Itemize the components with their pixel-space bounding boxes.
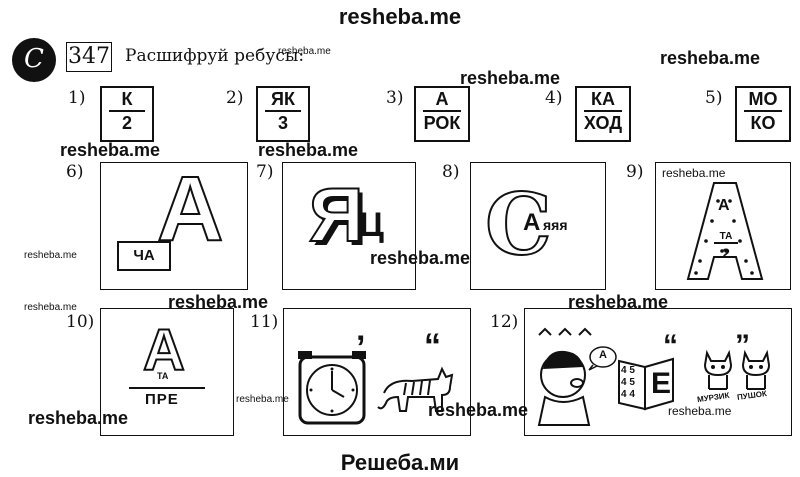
rebus-5-bottom: КО [750,113,776,133]
rebus-11: ’ “ [283,308,471,436]
rebus-12-note: А [599,349,607,361]
watermark: resheba.me [662,166,726,180]
rebus-1-label: 1) [68,88,86,108]
watermark: resheba.me [660,48,761,68]
speech-bubble-icon [588,346,617,371]
watermark: resheba.me [236,394,289,405]
task-number: 347 [66,42,112,72]
rebus-7-small-letter: Ц [359,206,384,244]
watermark: resheba.me [568,292,669,312]
watermark: resheba.me [428,400,529,420]
rebus-10-fraction-bar [129,387,205,389]
cat-pushok-icon [741,349,771,390]
rebus-2-top: ЯК [271,89,295,109]
rebus-8: С А яяя [470,162,606,290]
watermark: resheba.me [460,68,561,88]
rebus-9-numerator: ТА [714,231,738,244]
rebus-5-label: 5) [705,88,723,108]
rebus-1-top: К [121,89,133,109]
rebus-7: Я Ц [282,162,416,290]
rebus-8-tail: яяя [543,217,568,233]
rebus-10-bottom: ПРЕ [145,391,179,408]
rebus-5: МО КО [735,86,791,142]
cat-icon [377,366,454,412]
rebus-9-dotted-a [686,182,764,280]
rebus-10-letter: А [142,318,186,384]
rebus-6: А ЧА [100,162,248,290]
rebus-10-small: ТА [157,371,169,381]
rebus-12-cat1: МУРЗИК [696,390,730,405]
rebus-2-label: 2) [226,88,244,108]
task-instruction: Расшифруй ребусы: [125,46,305,66]
singing-girl-icon [537,327,592,426]
rebus-7-label: 7) [256,162,274,182]
rebus-8-big-c: С [484,174,553,275]
rebus-4: КА ХОД [575,86,631,142]
rebus-9-denominator: 2 [722,245,730,261]
rebus-2-bottom: 3 [277,113,288,133]
rebus-12-book-right: Е [651,367,672,400]
watermark: resheba.me [668,404,732,418]
watermark: resheba.me [168,292,269,312]
cat-murzik-icon [703,349,733,390]
watermark: resheba.me [278,46,331,57]
rebus-5-top: МО [748,89,778,109]
watermark: resheba.me [258,140,359,160]
rebus-9-small-a: А [718,197,730,214]
rebus-9: А ТА 2 [655,162,791,290]
open-book-icon [618,357,674,411]
rebus-11-label: 11) [250,312,279,332]
rebus-6-label: 6) [66,162,84,182]
rebus-11-quote: “ [424,327,441,365]
rebus-1-bottom: 2 [121,113,132,133]
rebus-3-bottom: РОК [423,113,461,133]
rebus-7-big-letter: Я [308,172,365,259]
watermark: resheba.me [24,302,77,313]
rebus-1: К 2 [100,86,154,142]
rebus-3: А РОК [414,86,470,142]
rebus-2: ЯК 3 [256,86,310,142]
alarm-clock-icon [298,351,366,425]
watermark: resheba.me [24,250,77,261]
rebus-12-quote-left: “ [663,329,678,362]
rebus-12-label: 12) [490,312,519,332]
rebus-3-top: А [435,89,449,109]
rebus-4-label: 4) [545,88,563,108]
rebus-12-book-left: 4 5 4 5 4 4 [621,365,635,400]
rebus-3-label: 3) [386,88,404,108]
difficulty-badge: С [12,38,56,82]
site-footer: Решеба.ми [340,450,460,475]
rebus-8-inner-a: А [523,209,541,236]
site-header: resheba.me [338,4,462,29]
rebus-6-box: ЧА [117,241,171,271]
rebus-12: А “ 4 5 4 5 4 4 Е ” МУРЗИК ПУШОК [524,308,792,436]
watermark: resheba.me [60,140,161,160]
watermark: resheba.me [370,248,471,268]
rebus-4-bottom: ХОД [583,113,623,133]
rebus-9-label: 9) [626,162,644,182]
rebus-11-comma: ’ [356,329,366,367]
watermark: resheba.me [28,408,129,428]
rebus-8-label: 8) [442,162,460,182]
rebus-10-label: 10) [66,312,95,332]
rebus-4-top: КА [591,89,615,109]
rebus-10: А ТА ПРЕ [100,308,234,436]
